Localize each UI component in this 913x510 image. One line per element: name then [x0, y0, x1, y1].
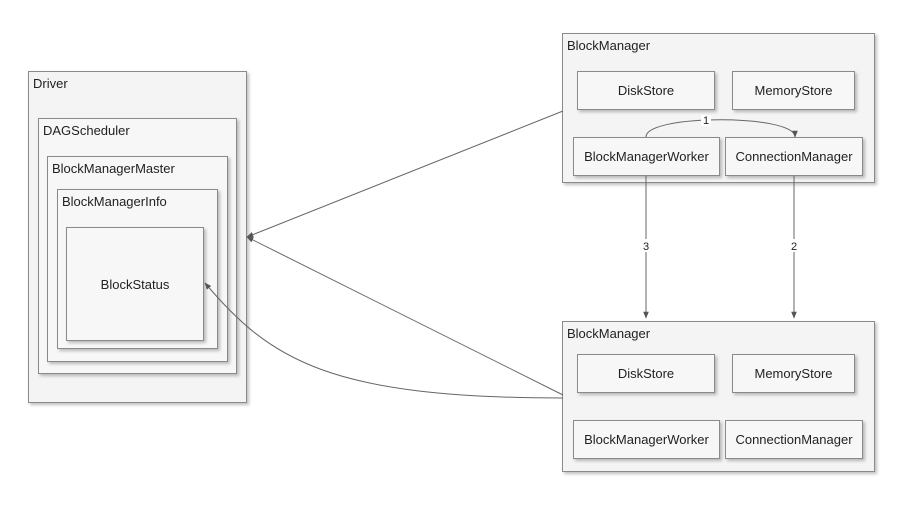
- connection-manager-top: ConnectionManager: [725, 137, 863, 176]
- block-manager-master-title: BlockManagerMaster: [52, 161, 175, 176]
- edge-bottom-manager-to-driver: [246, 236, 564, 396]
- disk-store-top: DiskStore: [577, 71, 715, 110]
- block-manager-worker-bottom-label: BlockManagerWorker: [584, 432, 709, 447]
- edge-bottom-manager-to-block-status: [204, 282, 564, 399]
- edge-label-3: 3: [643, 241, 649, 253]
- connection-manager-bottom: ConnectionManager: [725, 420, 863, 459]
- block-manager-worker-top-label: BlockManagerWorker: [584, 149, 709, 164]
- edge-label-2: 2: [791, 241, 797, 253]
- block-manager-worker-top: BlockManagerWorker: [573, 137, 720, 176]
- driver-title: Driver: [33, 76, 68, 91]
- edge-label-3-bg: [641, 239, 651, 252]
- dag-scheduler-title: DAGScheduler: [43, 123, 130, 138]
- block-status-label: BlockStatus: [100, 276, 170, 292]
- memory-store-top: MemoryStore: [732, 71, 855, 110]
- block-status-box: BlockStatus: [66, 227, 204, 341]
- memory-store-bottom-label: MemoryStore: [754, 366, 833, 381]
- memory-store-top-label: MemoryStore: [754, 83, 833, 98]
- memory-store-bottom: MemoryStore: [732, 354, 855, 393]
- disk-store-bottom-label: DiskStore: [617, 366, 675, 381]
- disk-store-bottom: DiskStore: [577, 354, 715, 393]
- disk-store-top-label: DiskStore: [617, 83, 675, 98]
- block-manager-worker-bottom: BlockManagerWorker: [573, 420, 720, 459]
- block-manager-top-title: BlockManager: [567, 38, 651, 53]
- edge-top-manager-to-driver: [246, 110, 564, 238]
- connection-manager-bottom-label: ConnectionManager: [735, 432, 853, 447]
- block-manager-bottom-title: BlockManager: [567, 326, 651, 341]
- connection-manager-top-label: ConnectionManager: [735, 149, 853, 164]
- block-manager-info-title: BlockManagerInfo: [62, 194, 167, 209]
- edge-label-2-bg: [789, 239, 799, 252]
